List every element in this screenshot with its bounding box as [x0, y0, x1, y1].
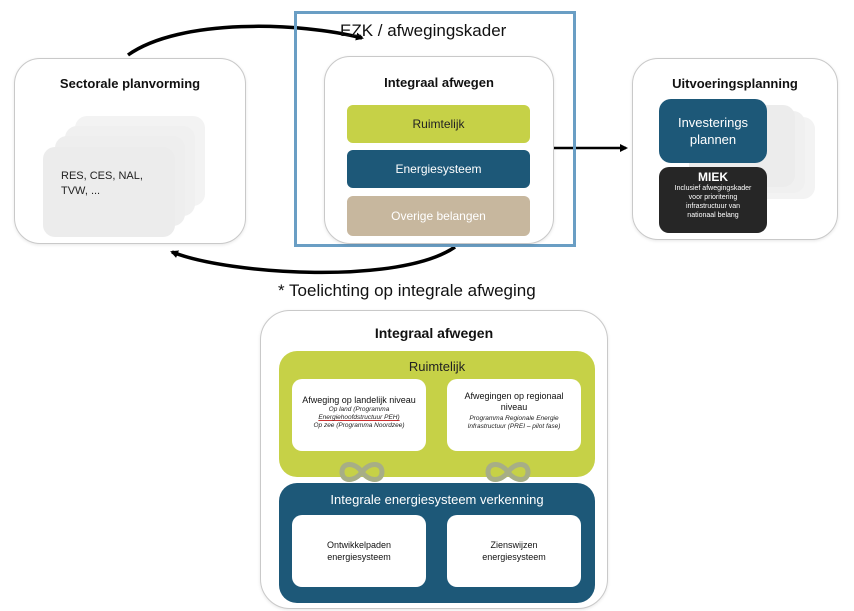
miek-line: Inclusief afwegingskader: [674, 185, 752, 192]
regional-title-line: niveau: [500, 402, 528, 412]
sectoral-plans-line1: RES, CES, NAL,: [61, 170, 143, 182]
investment-plans-box: Investerings plannen: [659, 99, 767, 163]
national-detail-line: Energiehoofdstructuur PEH): [318, 414, 400, 421]
viewpoints-card: Zienswijzen energiesysteem: [447, 515, 581, 587]
sectoral-plans-line2: TVW, ...: [61, 185, 101, 197]
arrow-sectoral-to-integral: [126, 24, 364, 57]
integral-weighing-panel: Integraal afwegen Ruimtelijk Energiesyst…: [324, 56, 554, 244]
sectoral-planning-panel: Sectorale planvorming RES, CES, NAL, TVW…: [14, 58, 246, 244]
regional-title-line: Afwegingen op regionaal: [464, 391, 564, 401]
spatial-title: Ruimtelijk: [408, 359, 466, 374]
infinity-icon: [485, 462, 531, 482]
miek-box: MIEK Inclusief afwegingskader voor prior…: [659, 167, 767, 233]
integral-explanation-title: Integraal afwegen: [374, 325, 494, 341]
integral-weighing-title: Integraal afwegen: [384, 75, 494, 90]
execution-planning-panel: Uitvoeringsplanning Investerings plannen…: [632, 58, 838, 240]
bar-energiesysteem: Energiesysteem: [347, 150, 530, 188]
bar-overige-belangen: Overige belangen: [347, 196, 530, 236]
national-level-title: Afweging op landelijk niveau: [302, 395, 416, 405]
viewpoints-line1: Zienswijzen: [490, 540, 538, 550]
national-level-details: Op land (Programma Energiehoofdstructuur…: [292, 406, 426, 430]
arrow-integral-to-sectoral: [170, 245, 456, 275]
regional-level-card: Afwegingen op regionaal niveau Programma…: [447, 379, 581, 451]
miek-title: MIEK: [698, 170, 728, 184]
national-level-card: Afweging op landelijk niveau Op land (Pr…: [292, 379, 426, 451]
regional-detail-line: Programma Regionale Energie: [469, 415, 559, 422]
sectoral-planning-title: Sectorale planvorming: [59, 76, 201, 91]
energy-container: Integrale energiesysteem verkenning Ontw…: [279, 483, 595, 603]
miek-line: voor prioritering: [688, 194, 738, 201]
investment-plans-line2: plannen: [689, 132, 737, 147]
national-detail-line: Op land (Programma: [328, 406, 390, 413]
viewpoints-line2: energiesysteem: [482, 552, 546, 562]
development-paths-line1: Ontwikkelpaden: [326, 540, 392, 550]
miek-desc: Inclusief afwegingskader voor prioriteri…: [659, 184, 767, 220]
energy-title: Integrale energiesysteem verkenning: [330, 492, 544, 507]
regional-level-details: Programma Regionale Energie Infrastructu…: [447, 415, 581, 431]
infinity-icon: [339, 462, 385, 482]
card-stack-front: RES, CES, NAL, TVW, ...: [43, 147, 175, 237]
miek-line: nationaal belang: [687, 212, 739, 219]
regional-level-title: Afwegingen op regionaal niveau: [447, 391, 581, 413]
integral-explanation-panel: Integraal afwegen Ruimtelijk Afweging op…: [260, 310, 608, 609]
spatial-container: Ruimtelijk Afweging op landelijk niveau …: [279, 351, 595, 477]
miek-line: infrastructuur van: [685, 203, 741, 210]
development-paths-card: Ontwikkelpaden energiesysteem: [292, 515, 426, 587]
explanation-heading: * Toelichting op integrale afweging: [278, 281, 536, 300]
investment-plans-line1: Investerings: [677, 115, 749, 130]
development-paths-line2: energiesysteem: [327, 552, 391, 562]
sectoral-plans-text: RES, CES, NAL, TVW, ...: [61, 169, 143, 199]
regional-detail-line: Infrastructuur (PREI – pilot fase): [467, 423, 561, 430]
bar-ruimtelijk: Ruimtelijk: [347, 105, 530, 143]
national-detail-line: Op zee (Programma Noordzee): [313, 422, 405, 429]
ezk-framework-frame: [294, 11, 576, 247]
ezk-framework-title: EZK / afwegingskader: [340, 21, 507, 40]
execution-planning-title: Uitvoeringsplanning: [672, 76, 798, 91]
